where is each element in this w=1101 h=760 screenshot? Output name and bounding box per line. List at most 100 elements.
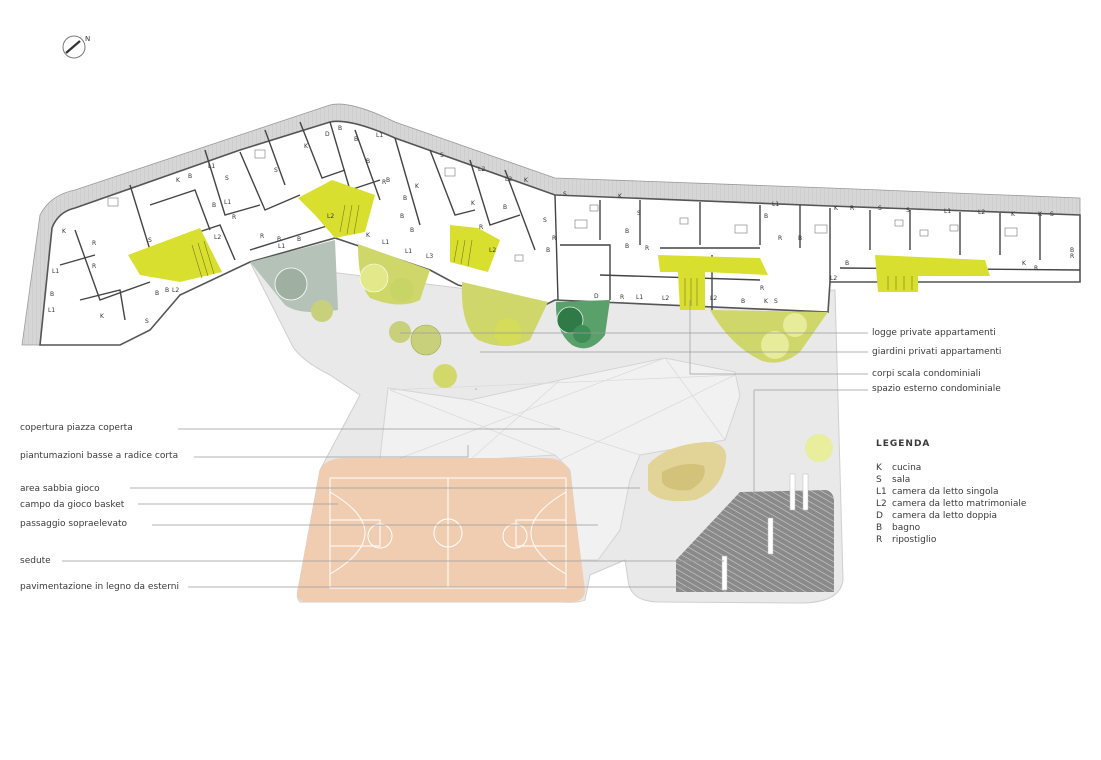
legend-key: D	[876, 511, 883, 521]
room-tag: D	[325, 131, 330, 138]
callout-giardini: giardini privati appartamenti	[872, 347, 1002, 357]
room-tag: B	[764, 213, 768, 220]
room-tag: B	[155, 290, 159, 297]
legend-label: cucina	[892, 463, 922, 473]
tree	[410, 324, 442, 356]
tree	[389, 321, 411, 343]
room-tag: L2	[478, 166, 485, 173]
room-tag: B	[165, 287, 169, 294]
callout-piantumazioni: piantumazioni basse a radice corta	[20, 451, 179, 461]
room-tag: L1	[405, 248, 412, 255]
room-tag: L2	[489, 247, 496, 254]
room-tag: K	[471, 200, 476, 207]
stair-core-3	[450, 225, 500, 272]
room-tag: L2	[505, 176, 512, 183]
room-tag: B	[400, 213, 404, 220]
legend-key: B	[876, 523, 883, 533]
room-tag: S	[543, 217, 547, 224]
room-tag: R	[479, 224, 483, 231]
room-tag: L1	[208, 163, 215, 170]
building-floorplan	[39, 120, 1081, 346]
room-tag: B	[366, 158, 370, 165]
room-tag: R	[850, 205, 854, 212]
legend-title: LEGENDA	[876, 439, 931, 449]
room-tag: B	[410, 227, 414, 234]
legend-key: L1	[876, 487, 887, 497]
stair-core-1	[128, 228, 222, 282]
benches	[721, 473, 809, 591]
leader-lines	[62, 300, 868, 588]
room-tag: K	[415, 183, 420, 190]
room-tag: K	[618, 193, 623, 200]
room-tag: K	[176, 177, 181, 184]
legend-label: camera da letto doppia	[892, 511, 998, 521]
room-tag: K	[1038, 211, 1043, 218]
room-tag: L3	[426, 253, 433, 260]
legend-label: sala	[892, 475, 911, 485]
room-tag: B	[277, 236, 281, 243]
callout-basket: campo da gioco basket	[20, 500, 125, 510]
room-tag: B	[354, 136, 358, 143]
north-letter: N	[85, 35, 90, 43]
tree	[494, 318, 522, 346]
room-tag: S	[274, 167, 278, 174]
room-tag: R	[1034, 265, 1038, 272]
legend-label: bagno	[892, 523, 921, 533]
room-tag: L1	[52, 268, 59, 275]
tree	[805, 434, 833, 462]
callout-sedute: sedute	[20, 556, 51, 566]
room-tag: D	[594, 293, 599, 300]
room-tag: R	[760, 285, 764, 292]
room-tag: R	[92, 240, 96, 247]
room-tag: B	[386, 177, 390, 184]
room-tag: L2	[327, 213, 334, 220]
room-tag: R	[645, 245, 649, 252]
wood-decking	[676, 490, 834, 592]
room-tag: K	[834, 205, 839, 212]
callout-copertura: copertura piazza coperta	[20, 423, 133, 433]
room-tag: S	[440, 152, 444, 159]
legend-label: ripostiglio	[892, 535, 937, 545]
room-tag: R	[778, 235, 782, 242]
legend-key: R	[876, 535, 883, 545]
north-compass: N	[62, 35, 90, 59]
room-tag: B	[503, 204, 507, 211]
room-tag: B	[50, 291, 54, 298]
legend-item: L1 camera da letto singola	[876, 487, 999, 498]
room-tag: K	[764, 298, 769, 305]
interior-walls	[59, 121, 1081, 321]
room-tag: K	[100, 313, 105, 320]
basketball-court	[297, 458, 585, 602]
room-tag: S	[637, 210, 641, 217]
stair-cores	[128, 180, 990, 310]
stair-core-5	[875, 255, 990, 292]
room-tag: B	[338, 125, 342, 132]
room-tag: S	[1050, 211, 1054, 218]
room-tag: L1	[382, 239, 389, 246]
stair-core-4	[658, 255, 768, 310]
room-tag: R	[1070, 253, 1074, 260]
legend-label: camera da letto singola	[892, 487, 999, 497]
garden-yellow-2	[461, 282, 548, 346]
room-tag: B	[297, 236, 301, 243]
room-tag: S	[148, 237, 152, 244]
callout-logge: logge private appartamenti	[872, 328, 996, 338]
room-tag: B	[625, 243, 629, 250]
room-tag: L1	[48, 307, 55, 314]
room-tag: R	[232, 214, 236, 221]
room-tag: B	[741, 298, 745, 305]
callout-sabbia: area sabbia gioco	[20, 484, 100, 494]
tree	[433, 364, 457, 388]
room-tag: K	[366, 232, 371, 239]
room-tag: K	[1011, 211, 1016, 218]
room-tag: B	[845, 260, 849, 267]
room-tag: S	[878, 205, 882, 212]
room-tag: K	[1022, 260, 1027, 267]
